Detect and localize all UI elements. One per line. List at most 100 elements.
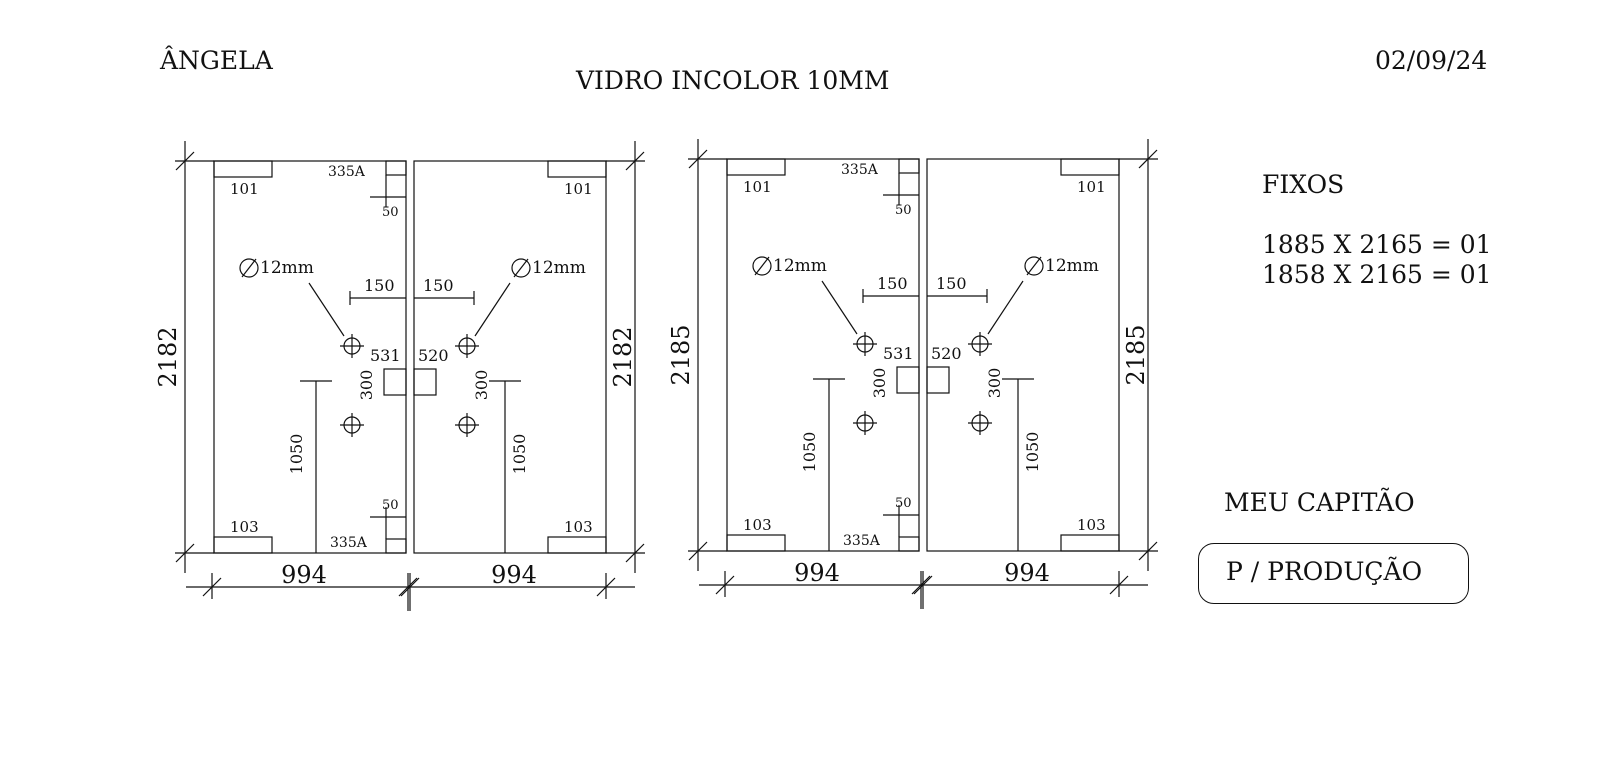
left-bottom-notch: [726, 534, 786, 552]
client-name: ÂNGELA: [160, 46, 273, 75]
right-height-tick-bottom: [1138, 541, 1158, 561]
left-height-tick-top: [688, 149, 708, 169]
date: 02/09/24: [1375, 46, 1488, 75]
left-top-notch-label: 101: [230, 180, 259, 198]
left-diameter-slash: [241, 258, 257, 278]
left-edge-dim-label: 150: [877, 274, 908, 293]
left-bottom-notch-label: 103: [743, 516, 772, 534]
right-height-tick-top: [625, 151, 645, 171]
right-width-tick-end: [596, 577, 616, 597]
right-width-tick-end: [1109, 575, 1129, 595]
right-bottom-notch-label: 103: [564, 518, 593, 536]
right-lock-notch-label: 520: [418, 346, 449, 365]
left-hole-spacing-label: 300: [357, 370, 376, 401]
left-lock-notch-label: 531: [883, 344, 914, 363]
hinge-top-box: [385, 160, 407, 176]
right-handle-label: 1050: [1023, 432, 1042, 473]
right-lock-notch: [926, 366, 950, 394]
left-hole-leader: [821, 280, 858, 335]
right-lock-notch: [413, 368, 437, 396]
left-width-tick-start: [715, 575, 735, 595]
left-diameter-symbol: [239, 258, 259, 278]
left-handle-label: 1050: [800, 432, 819, 473]
hinge-bottom-label: 335A: [330, 535, 368, 551]
right-hole-spacing-label: 300: [985, 368, 1004, 399]
fixos-title: FIXOS: [1262, 170, 1345, 199]
left-hole-diameter-label: 12mm: [773, 256, 827, 276]
right-top-notch: [547, 160, 607, 178]
left-width-label: 994: [281, 561, 327, 589]
right-bottom-notch: [547, 536, 607, 554]
right-panel-outline: [413, 160, 607, 554]
left-width-label: 994: [794, 559, 840, 587]
left-top-notch: [726, 158, 786, 176]
right-handle-label: 1050: [510, 434, 529, 475]
right-edge-dim-label: 150: [423, 276, 454, 295]
material-title: VIDRO INCOLOR 10MM: [576, 66, 890, 95]
right-width-label: 994: [491, 561, 537, 589]
left-width-tick-start: [202, 577, 222, 597]
hinge-top-offset-label: 50: [895, 203, 912, 218]
right-width-label: 994: [1004, 559, 1050, 587]
left-width-tick-end: [398, 577, 418, 597]
left-hole-diameter-label: 12mm: [260, 258, 314, 278]
hinge-bottom-box: [385, 538, 407, 554]
right-width-tick-start: [400, 577, 420, 597]
right-hole-leader: [987, 280, 1024, 335]
left-height-label: 2185: [667, 324, 695, 385]
right-top-notch-label: 101: [1077, 178, 1106, 196]
left-height-label: 2182: [154, 326, 182, 387]
left-height-tick-top: [175, 151, 195, 171]
hinge-top-offset-label: 50: [382, 205, 399, 220]
left-height-tick-bottom: [175, 543, 195, 563]
left-diameter-slash: [754, 256, 770, 276]
right-hole-diameter-label: 12mm: [532, 258, 586, 278]
right-lock-notch-label: 520: [931, 344, 962, 363]
right-height-tick-top: [1138, 149, 1158, 169]
right-hole-leader: [474, 282, 511, 337]
hinge-top-box: [898, 158, 920, 174]
right-hole-diameter-label: 12mm: [1045, 256, 1099, 276]
right-diameter-slash: [1026, 256, 1042, 276]
right-bottom-notch: [1060, 534, 1120, 552]
left-lock-notch: [383, 368, 407, 396]
meu-capitao-label: MEU CAPITÃO: [1224, 488, 1415, 517]
right-bottom-notch-label: 103: [1077, 516, 1106, 534]
right-diameter-slash: [513, 258, 529, 278]
left-diameter-symbol: [752, 256, 772, 276]
left-hole-leader: [308, 282, 345, 337]
fixos-line-2: 1858 X 2165 = 01: [1262, 260, 1492, 289]
right-edge-dim-label: 150: [936, 274, 967, 293]
left-top-notch-label: 101: [743, 178, 772, 196]
right-panel-outline: [926, 158, 1120, 552]
fixos-line-1: 1885 X 2165 = 01: [1262, 230, 1492, 259]
right-height-tick-bottom: [625, 543, 645, 563]
left-bottom-notch-label: 103: [230, 518, 259, 536]
left-panel-outline: [726, 158, 920, 552]
hinge-top-label: 335A: [328, 164, 366, 180]
hinge-bottom-box: [898, 536, 920, 552]
left-handle-label: 1050: [287, 434, 306, 475]
left-lock-notch-label: 531: [370, 346, 401, 365]
hinge-bottom-offset-label: 50: [895, 496, 912, 511]
hinge-bottom-offset-label: 50: [382, 498, 399, 513]
left-lock-notch: [896, 366, 920, 394]
left-top-notch: [213, 160, 273, 178]
right-diameter-symbol: [511, 258, 531, 278]
hinge-bottom-label: 335A: [843, 533, 881, 549]
production-badge-label: P / PRODUÇÃO: [1226, 557, 1423, 586]
left-width-tick-end: [911, 575, 931, 595]
right-diameter-symbol: [1024, 256, 1044, 276]
left-height-tick-bottom: [688, 541, 708, 561]
hinge-top-label: 335A: [841, 162, 879, 178]
left-panel-outline: [213, 160, 407, 554]
right-top-notch: [1060, 158, 1120, 176]
production-badge: P / PRODUÇÃO: [1198, 543, 1469, 604]
left-bottom-notch: [213, 536, 273, 554]
left-hole-spacing-label: 300: [870, 368, 889, 399]
right-top-notch-label: 101: [564, 180, 593, 198]
right-height-label: 2185: [1122, 324, 1150, 385]
door-set-2: 101 103 101 103 335A 50 335A 50 12mm 300 150 531 105…: [667, 139, 1158, 609]
right-hole-spacing-label: 300: [472, 370, 491, 401]
